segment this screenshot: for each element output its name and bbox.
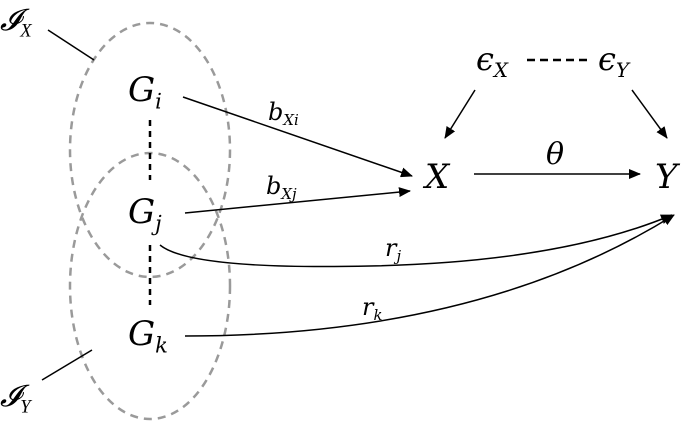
node-Gi: Gi: [128, 70, 162, 114]
ellipse-set-IX: [68, 21, 232, 279]
set-label-IX: 𝓘X: [0, 4, 32, 42]
arrow-eX-X: [444, 89, 476, 139]
leader-IY: [41, 349, 93, 381]
edge-label-theta: θ: [546, 137, 565, 172]
node-epsilon-X: ϵX: [476, 40, 509, 82]
node-Gj: Gj: [128, 192, 162, 236]
node-Gk: Gk: [128, 314, 168, 358]
edge-label-bXi: bXi: [268, 98, 299, 130]
arrow-Gj-X: [184, 187, 411, 214]
leader-IX: [47, 29, 95, 61]
arrow-Gi-X: [182, 96, 413, 178]
arrow-Gj-Y: [159, 214, 673, 268]
node-X: X: [425, 157, 450, 197]
node-epsilon-Y: ϵY: [598, 40, 630, 82]
edge-label-bXj: bXj: [266, 172, 297, 204]
edge-label-rj: rj: [385, 234, 402, 266]
arrow-Gk-Y: [184, 214, 675, 337]
set-label-IY: 𝓘Y: [0, 380, 31, 418]
node-Y: Y: [655, 157, 678, 197]
arrow-eY-Y: [631, 89, 668, 139]
edge-label-rk: rk: [362, 293, 383, 325]
